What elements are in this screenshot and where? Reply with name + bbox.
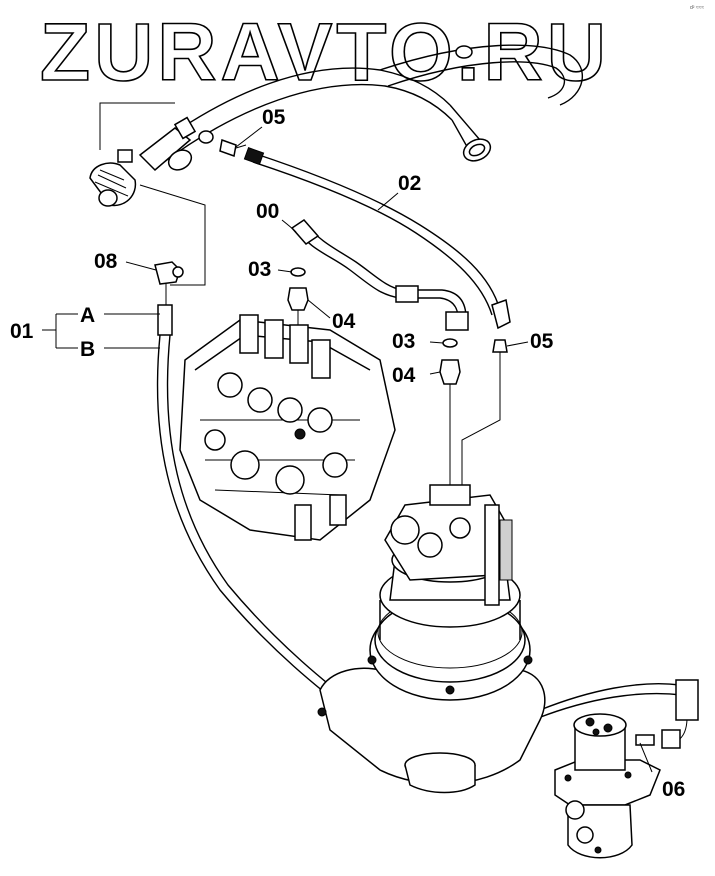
callout-05-right: 05 [530,330,554,353]
fitting-08 [154,261,184,305]
control-valve [179,314,396,541]
top-pipe-assembly [89,44,583,286]
hose-02 [243,146,511,330]
oring-03-right [442,338,458,348]
callout-03-left: 03 [248,258,271,281]
callout-labels: 05 02 00 03 04 03 04 05 08 01 A B 06 [10,106,685,801]
port-b-label: B [80,338,95,361]
callout-01: 01 [10,320,34,343]
callout-04-left: 04 [332,310,356,333]
hose-01 [156,304,699,749]
adapter-04-right [439,359,461,490]
callout-03-right: 03 [392,330,415,353]
fitting-05-right [461,339,508,490]
watermark: ZURAVTO.RU [40,7,610,98]
leader-lines [42,126,653,773]
callout-05-top: 05 [262,106,286,129]
callout-06: 06 [662,778,685,801]
swing-motor [317,484,546,794]
callout-04-right: 04 [392,364,416,387]
callout-02: 02 [398,172,421,195]
corner-mark: d² ≈≈≈ [690,5,704,11]
callout-00: 00 [256,200,279,223]
hose-00 [290,219,469,331]
oring-03-left [290,267,306,277]
fitting-05-top [219,138,247,158]
swivel-joint [554,713,661,859]
port-a-label: A [80,304,95,327]
callout-08: 08 [94,250,118,273]
